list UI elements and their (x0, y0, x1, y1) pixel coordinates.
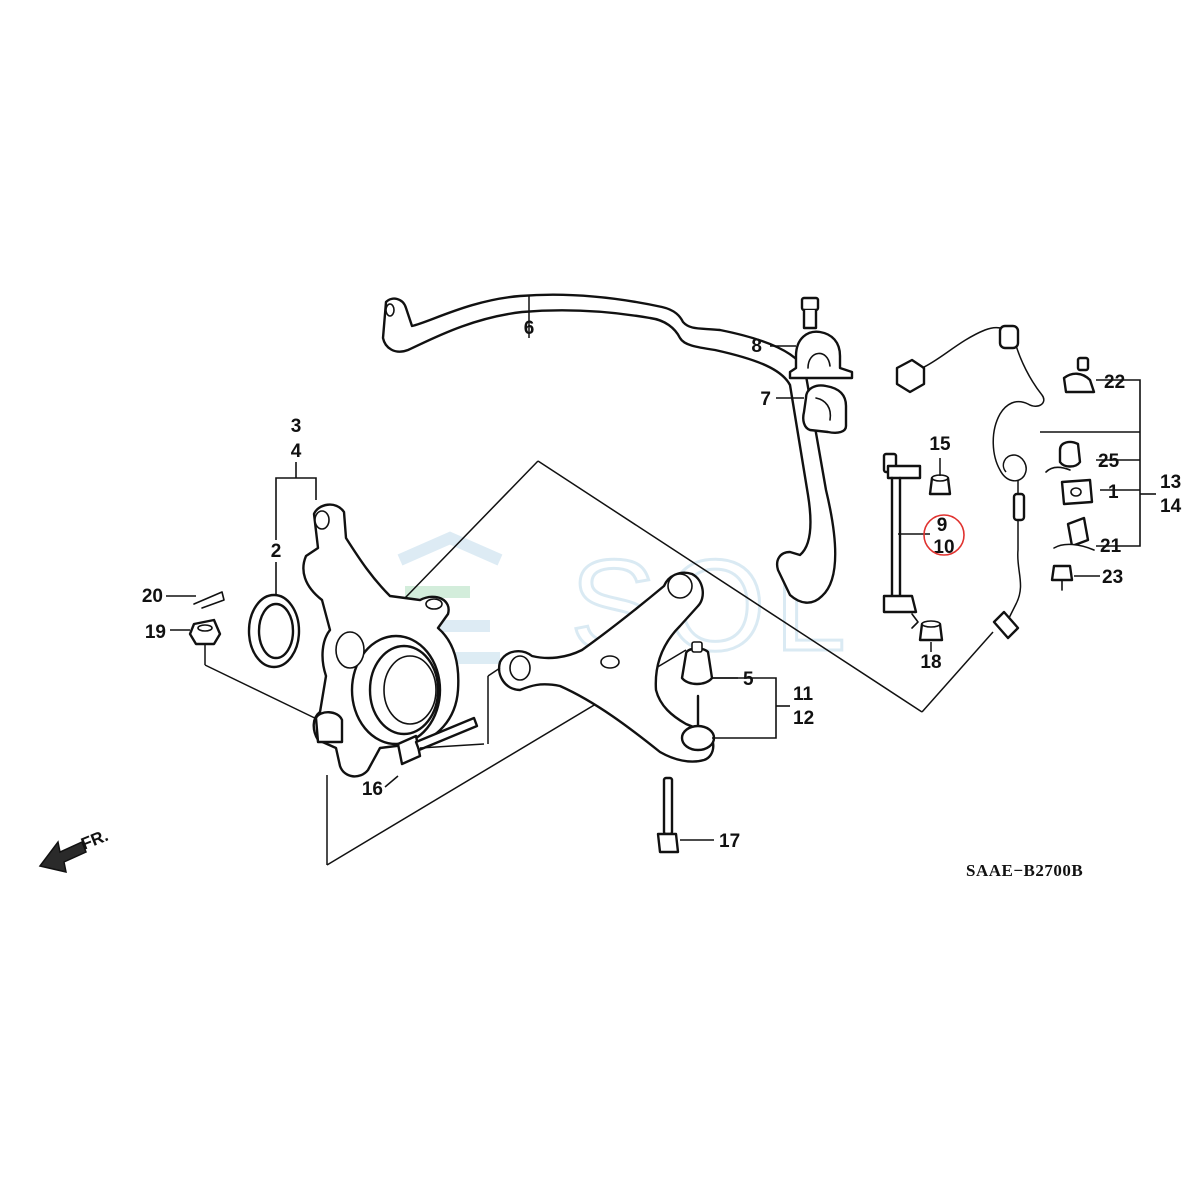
callout-6: 6 (524, 318, 535, 339)
spindle-nut-19 (188, 618, 222, 646)
harness-clip-1 (1060, 478, 1094, 506)
front-label: FR. (78, 826, 111, 854)
callout-13: 13 (1160, 472, 1181, 493)
front-direction-indicator: FR. (38, 826, 111, 873)
callout-5: 5 (743, 669, 754, 690)
self-locking-nut-15 (928, 474, 952, 496)
stabilizer-holder (788, 296, 854, 380)
callout-7: 7 (760, 389, 771, 410)
flange-bolt-16 (396, 716, 485, 766)
circlip-ring (247, 593, 301, 669)
lower-arm (487, 571, 715, 763)
ball-joint (680, 694, 716, 752)
flange-bolt-17 (656, 776, 680, 854)
front-arrow-icon (38, 840, 87, 873)
callout-11: 11 (793, 684, 814, 705)
callout-19: 19 (145, 622, 166, 643)
flange-bolt-23 (1050, 564, 1074, 591)
callout-2: 2 (271, 541, 282, 562)
harness-clip-22 (1062, 356, 1096, 394)
callout-brackets (275, 379, 1156, 739)
callout-14: 14 (1160, 496, 1182, 517)
callout-labels: 6 8 7 3 4 2 20 19 16 5 11 12 17 15 9 10 … (142, 318, 1182, 852)
callout-4: 4 (291, 441, 302, 462)
harness-clip-25 (1045, 440, 1082, 473)
callout-12: 12 (793, 708, 814, 729)
highlight-circle (923, 514, 965, 556)
stabilizer-bar (381, 293, 837, 604)
callout-25: 25 (1098, 451, 1120, 472)
diagram-reference-code: SAAE−B2700B (966, 861, 1083, 880)
wheel-speed-sensor-harness (895, 324, 1045, 640)
callout-3: 3 (291, 416, 302, 437)
steering-knuckle (302, 503, 460, 778)
callout-21: 21 (1100, 536, 1122, 557)
stabilizer-link (882, 452, 922, 629)
callout-leaders (166, 296, 1100, 841)
callout-17: 17 (719, 831, 740, 852)
callout-9: 9 (937, 515, 948, 536)
self-locking-nut-18 (918, 620, 944, 642)
callout-15: 15 (929, 434, 951, 455)
callout-23: 23 (1102, 567, 1123, 588)
callout-16: 16 (362, 779, 383, 800)
stabilizer-bushing (802, 384, 848, 434)
callout-8: 8 (751, 336, 762, 357)
callout-10: 10 (933, 537, 954, 558)
harness-clip-21 (1053, 516, 1095, 551)
callout-20: 20 (142, 586, 163, 607)
callout-18: 18 (920, 652, 941, 673)
callout-22: 22 (1104, 372, 1125, 393)
callout-1: 1 (1108, 482, 1119, 503)
spring-clip-20 (193, 591, 225, 609)
